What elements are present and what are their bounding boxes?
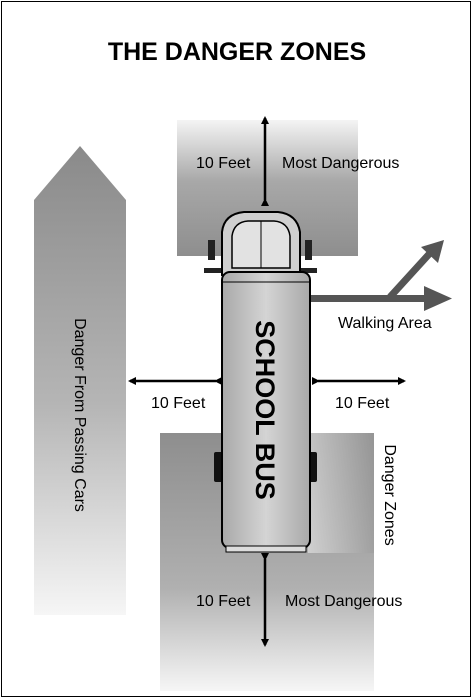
page-title: THE DANGER ZONES (108, 38, 366, 66)
passing-cars-label: Danger From Passing Cars (71, 318, 88, 512)
passing-cars-arrow (34, 146, 126, 615)
rear-distance-label: 10 Feet (196, 593, 251, 610)
right-distance-label: 10 Feet (335, 395, 390, 412)
left-distance-label: 10 Feet (151, 395, 206, 412)
front-most-dangerous-label: Most Dangerous (282, 155, 399, 172)
rear-most-dangerous-label: Most Dangerous (285, 593, 402, 610)
danger-zones-label: Danger Zones (381, 444, 398, 545)
front-distance-label: 10 Feet (196, 155, 251, 172)
walking-area-arrows (310, 240, 452, 311)
bus-label: SCHOOL BUS (250, 320, 280, 500)
right-side-danger-zone (308, 433, 374, 553)
walking-area-label: Walking Area (338, 315, 432, 332)
school-bus (204, 211, 317, 553)
